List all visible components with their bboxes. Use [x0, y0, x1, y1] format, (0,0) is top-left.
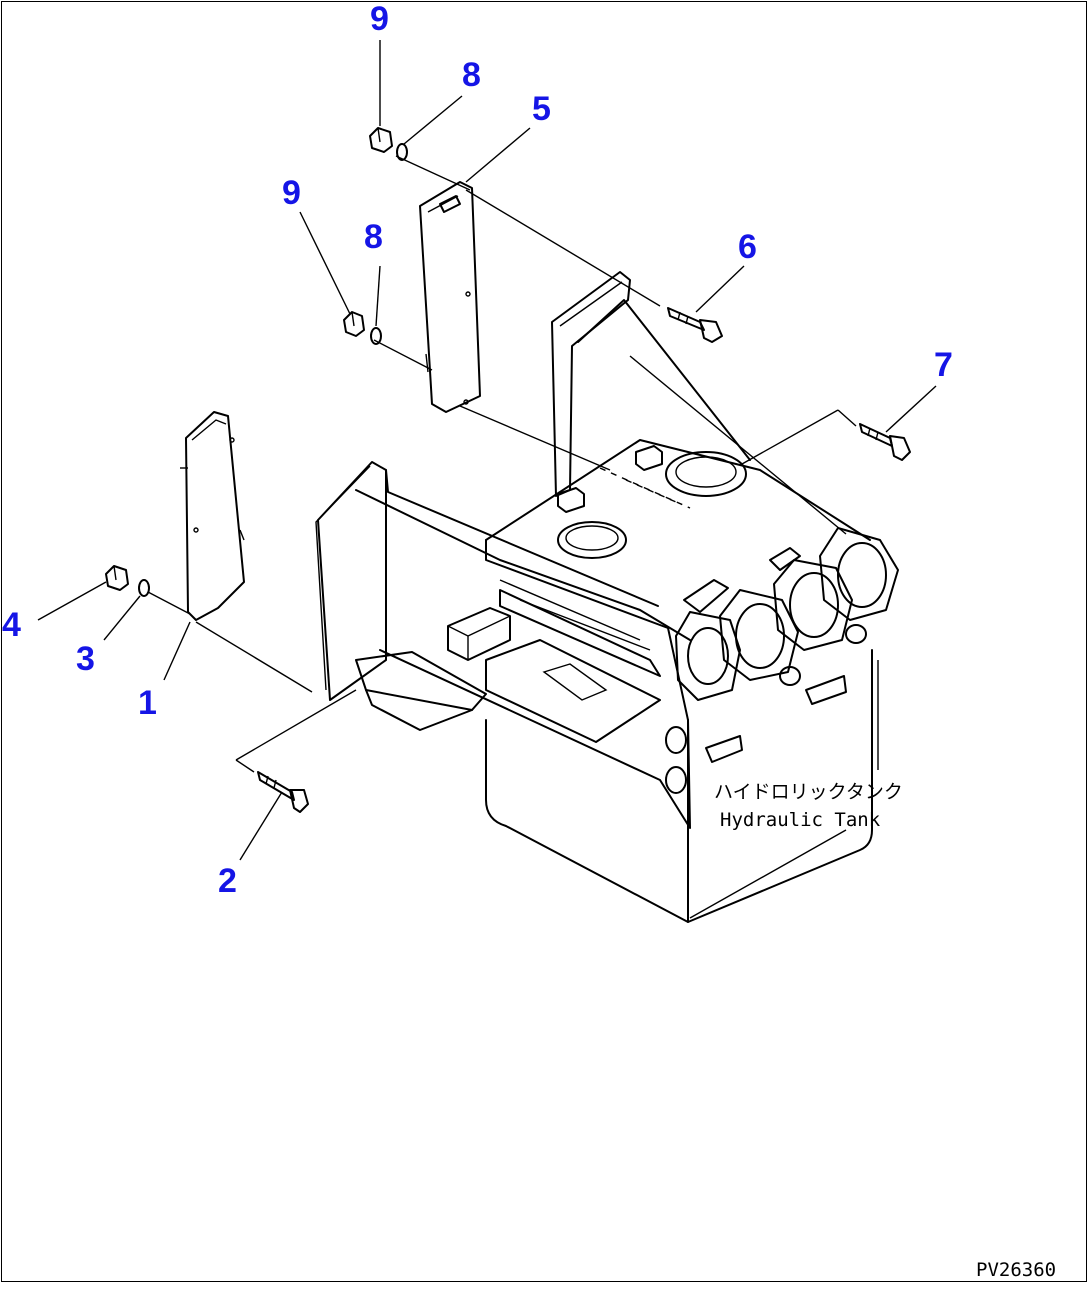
- hydraulic-tank: [315, 439, 899, 923]
- assembly-lines: [147, 155, 857, 773]
- bolt-6: [667, 307, 723, 343]
- washer-8-upper: [396, 143, 408, 161]
- callout-8-lower: 8: [364, 218, 383, 256]
- callout-2: 2: [218, 862, 237, 900]
- callout-8-upper: 8: [462, 56, 481, 94]
- tank-label-japanese: ハイドロリックタンク: [714, 781, 903, 803]
- callout-5: 5: [532, 90, 551, 128]
- tank-label-english: Hydraulic Tank: [720, 809, 881, 831]
- callout-9-upper: 9: [370, 0, 389, 38]
- callout-4: 4: [2, 606, 21, 644]
- drawing-number: PV26360: [976, 1259, 1056, 1281]
- callout-3: 3: [76, 640, 95, 678]
- callout-7: 7: [934, 346, 953, 384]
- nut-9-lower: [343, 311, 365, 337]
- callout-1: 1: [138, 684, 157, 722]
- nut-9-upper: [369, 127, 393, 153]
- bolt-7: [859, 423, 911, 461]
- bolt-2: [257, 771, 309, 813]
- tank-flanges: [675, 527, 899, 701]
- stay-frame: [551, 271, 751, 497]
- nut-4: [105, 565, 129, 591]
- callout-6: 6: [738, 228, 757, 266]
- washer-8-lower: [370, 327, 382, 345]
- leader-lines: [37, 40, 937, 919]
- washer-3: [138, 579, 150, 597]
- cover-part-5: [419, 181, 481, 413]
- callout-9-lower: 9: [282, 174, 301, 212]
